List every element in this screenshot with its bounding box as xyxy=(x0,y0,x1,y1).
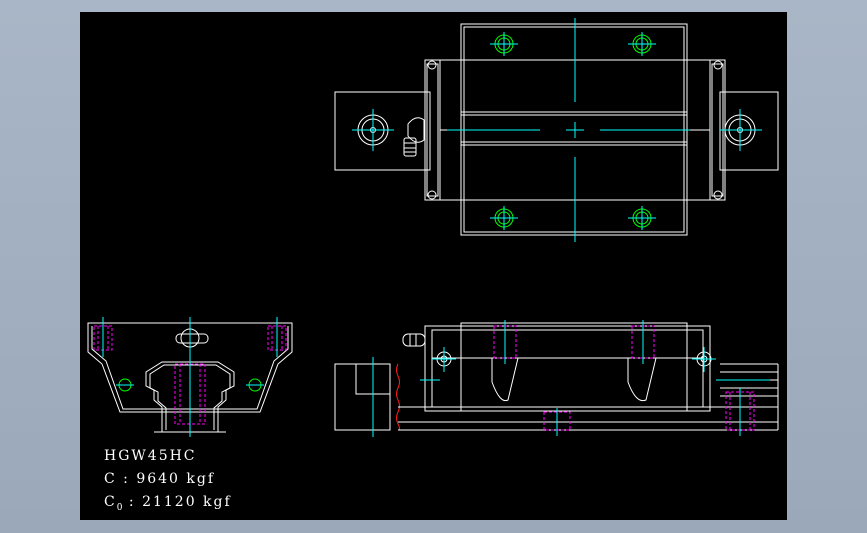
front-view xyxy=(87,317,293,437)
top-centerlines xyxy=(352,18,762,242)
dynamic-load-rating: C : 9640 kgf xyxy=(104,471,215,487)
dynamic-load-value: : 9640 kgf xyxy=(123,471,216,487)
static-load-subscript: 0 xyxy=(116,502,123,513)
model-label: HGW45HC xyxy=(104,448,197,464)
front-hidden-holes xyxy=(93,325,287,425)
top-view xyxy=(334,18,779,242)
side-view xyxy=(334,320,779,437)
top-left-end-plate xyxy=(334,91,431,171)
top-mounting-holes xyxy=(494,34,652,228)
linear-guide-block-drawing xyxy=(87,18,779,437)
top-right-end-plate xyxy=(719,91,779,171)
side-centerlines xyxy=(372,320,770,437)
side-block-body xyxy=(424,325,711,412)
static-load-value: : 21120 kgf xyxy=(128,494,232,510)
static-load-rating: C0 : 21120 kgf xyxy=(104,494,232,513)
side-pocket-left xyxy=(491,357,519,402)
drawing-canvas: HGW45HC C : 9640 kgf C0 : 21120 kgf xyxy=(80,12,787,520)
front-centerlines xyxy=(102,317,278,437)
front-block-outline xyxy=(87,322,293,413)
side-rail-end xyxy=(334,363,391,431)
side-carriage xyxy=(460,322,688,412)
side-hidden-holes xyxy=(493,325,755,431)
side-pocket-right xyxy=(627,357,657,402)
side-break-line xyxy=(396,363,400,431)
dynamic-load-symbol: C xyxy=(104,471,117,487)
static-load-symbol: C xyxy=(104,494,117,510)
